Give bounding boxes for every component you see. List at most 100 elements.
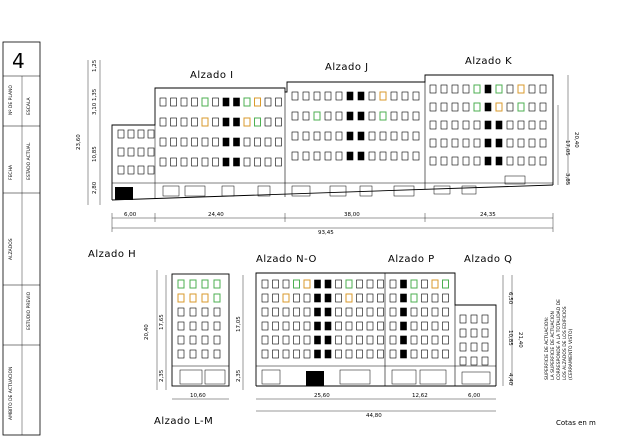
window xyxy=(189,321,197,331)
window xyxy=(400,349,407,359)
window xyxy=(506,156,514,166)
window xyxy=(390,91,398,101)
window xyxy=(254,137,261,147)
window xyxy=(261,307,269,317)
window xyxy=(335,279,342,289)
window xyxy=(431,293,439,303)
window xyxy=(159,137,167,147)
window xyxy=(400,307,407,317)
window xyxy=(254,117,261,127)
window xyxy=(389,349,397,359)
title-block-text: AMBITO DE ACTUACION xyxy=(8,367,14,420)
window xyxy=(213,321,221,331)
window xyxy=(470,328,478,338)
window xyxy=(324,279,332,289)
window xyxy=(506,102,514,112)
dim-q-right-b: 10,85 xyxy=(507,330,513,346)
window xyxy=(233,137,240,147)
window xyxy=(473,138,481,148)
window xyxy=(201,117,209,127)
window xyxy=(539,84,547,94)
window xyxy=(539,102,547,112)
shop-opening xyxy=(179,369,203,385)
title-block-text: ESTADO ACTUAL xyxy=(26,142,32,180)
shop-opening xyxy=(504,175,526,185)
bottom-elevation-drawing xyxy=(171,272,497,387)
window xyxy=(442,321,449,331)
window xyxy=(451,138,459,148)
window xyxy=(272,293,279,303)
window xyxy=(412,91,420,101)
window xyxy=(212,117,219,127)
window xyxy=(356,293,363,303)
dim-left-total: 23,60 xyxy=(76,134,82,150)
shop-opening xyxy=(461,371,491,385)
window xyxy=(159,117,167,127)
shop-opening xyxy=(162,185,180,197)
window xyxy=(357,151,365,161)
window xyxy=(313,131,321,141)
window xyxy=(324,111,332,121)
dim-h-left-b: 2,35 xyxy=(159,369,165,382)
window xyxy=(377,293,384,303)
door-block xyxy=(115,187,133,200)
window xyxy=(189,335,197,345)
window xyxy=(400,321,407,331)
dim-bottom-a: 6,00 xyxy=(124,212,137,218)
shop-opening xyxy=(291,185,311,197)
window xyxy=(528,84,536,94)
window xyxy=(324,349,332,359)
shop-opening xyxy=(204,369,226,385)
window xyxy=(539,120,547,130)
window xyxy=(389,307,397,317)
window xyxy=(462,138,470,148)
window xyxy=(412,111,420,121)
window xyxy=(222,157,230,167)
bottom-dimensions xyxy=(156,270,513,412)
window xyxy=(324,131,332,141)
dim-p-width: 12,62 xyxy=(412,393,428,399)
dim-q-right-total: 21,40 xyxy=(517,332,523,348)
window xyxy=(275,117,282,127)
window xyxy=(302,91,310,101)
window xyxy=(517,102,525,112)
shop-opening xyxy=(257,185,271,197)
window xyxy=(484,84,492,94)
window xyxy=(368,91,376,101)
window xyxy=(213,307,221,317)
window xyxy=(324,293,332,303)
window xyxy=(335,151,343,161)
window xyxy=(201,335,209,345)
window xyxy=(293,293,300,303)
window xyxy=(470,356,478,366)
title-alzado-p: Alzado P xyxy=(388,254,435,265)
window xyxy=(473,84,481,94)
sheet-number: 4 xyxy=(12,49,25,73)
window xyxy=(170,117,177,127)
top-dimensions xyxy=(87,60,569,232)
window xyxy=(335,111,343,121)
window xyxy=(261,293,269,303)
dim-right-b: 3,85 xyxy=(564,173,570,186)
window xyxy=(177,321,185,331)
window xyxy=(440,138,448,148)
window xyxy=(302,151,310,161)
dim-left-b: 1,35 xyxy=(92,88,98,101)
window xyxy=(431,335,439,345)
window xyxy=(462,102,470,112)
bottom-windows xyxy=(177,279,491,385)
window xyxy=(401,91,409,101)
title-alzado-h: Alzado H xyxy=(88,249,136,260)
window xyxy=(484,156,492,166)
title-alzado-k: Alzado K xyxy=(465,56,512,67)
window xyxy=(473,120,481,130)
door-block-bottom xyxy=(306,371,324,386)
window xyxy=(412,131,420,141)
window xyxy=(517,120,525,130)
window xyxy=(264,97,272,107)
window xyxy=(410,279,418,289)
window xyxy=(459,314,467,324)
window xyxy=(177,307,185,317)
dim-left-e: 2,80 xyxy=(92,181,98,194)
title-alzado-lm: Alzado L-M xyxy=(154,416,213,427)
